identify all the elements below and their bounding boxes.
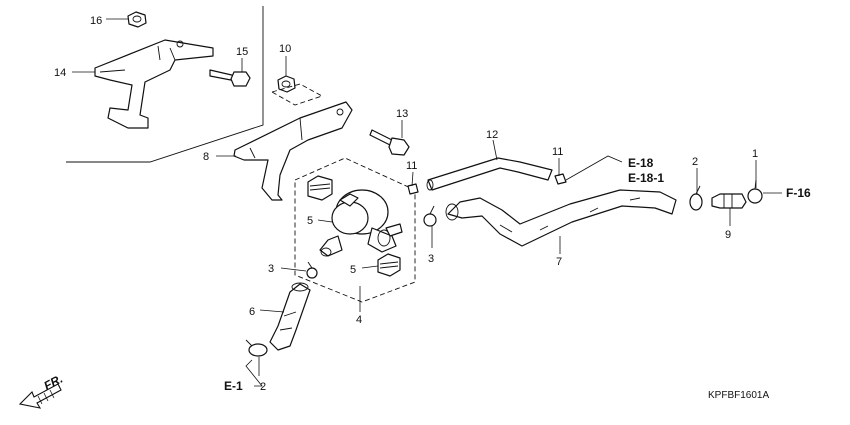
- callout-15: 15: [236, 46, 248, 58]
- part-11-clip-right: [554, 173, 567, 185]
- part-6-hose: [269, 282, 311, 351]
- air-injection-valve: [319, 189, 403, 257]
- part-10-dashed-box: [270, 83, 324, 106]
- ref-e18[interactable]: E-18: [628, 156, 654, 170]
- callout-2-lower: 2: [260, 381, 266, 393]
- part-13-bolt: [369, 129, 410, 156]
- inset-border: [66, 6, 264, 163]
- callout-7: 7: [556, 256, 562, 268]
- part-3-clamp-upper: [423, 205, 437, 227]
- callout-16: 16: [90, 15, 102, 27]
- callout-8: 8: [203, 151, 209, 163]
- part-5-rubber-mount-lower: [377, 253, 401, 277]
- callout-5-lower: 5: [350, 264, 356, 276]
- part-11-clip-left: [407, 183, 419, 195]
- leader-lines: [72, 18, 782, 387]
- callout-9: 9: [725, 229, 731, 241]
- callout-5-upper: 5: [307, 215, 313, 227]
- ref-e18-1[interactable]: E-18-1: [628, 171, 664, 185]
- front-direction-label: FR.: [41, 372, 65, 393]
- callout-6: 6: [249, 306, 255, 318]
- part-15-bolt: [209, 69, 251, 87]
- ref-f16[interactable]: F-16: [786, 186, 811, 200]
- callout-12: 12: [486, 129, 498, 141]
- callout-2-right: 2: [692, 156, 698, 168]
- callout-3-left: 3: [268, 263, 274, 275]
- part-12-tube: [426, 157, 553, 191]
- diagram-code: KPFBF1601A: [708, 390, 769, 401]
- front-direction-arrow: [18, 383, 62, 409]
- part-7-hose: [445, 189, 677, 247]
- callout-11-right: 11: [552, 146, 563, 158]
- ref-e1[interactable]: E-1: [224, 379, 243, 393]
- part-8-bracket: [233, 101, 353, 201]
- callout-1: 1: [752, 148, 758, 160]
- part-9-connector: [711, 193, 747, 209]
- callout-13: 13: [396, 108, 408, 120]
- callout-3-right: 3: [428, 253, 434, 265]
- part-16-nut: [127, 11, 147, 28]
- part-1-clamp: [747, 179, 763, 204]
- callout-10: 10: [279, 43, 291, 55]
- part-2-clamp-lower: [245, 339, 268, 357]
- part-3-clamp-lower: [306, 261, 318, 279]
- callout-11-left: 11: [406, 160, 417, 172]
- part-5-rubber-mount-upper: [307, 175, 333, 201]
- part-2-clamp-right: [689, 185, 703, 211]
- callout-14: 14: [54, 67, 66, 79]
- callout-4: 4: [356, 314, 362, 326]
- part-4-dashed-box: [294, 157, 416, 303]
- part-14-bracket: [94, 39, 214, 129]
